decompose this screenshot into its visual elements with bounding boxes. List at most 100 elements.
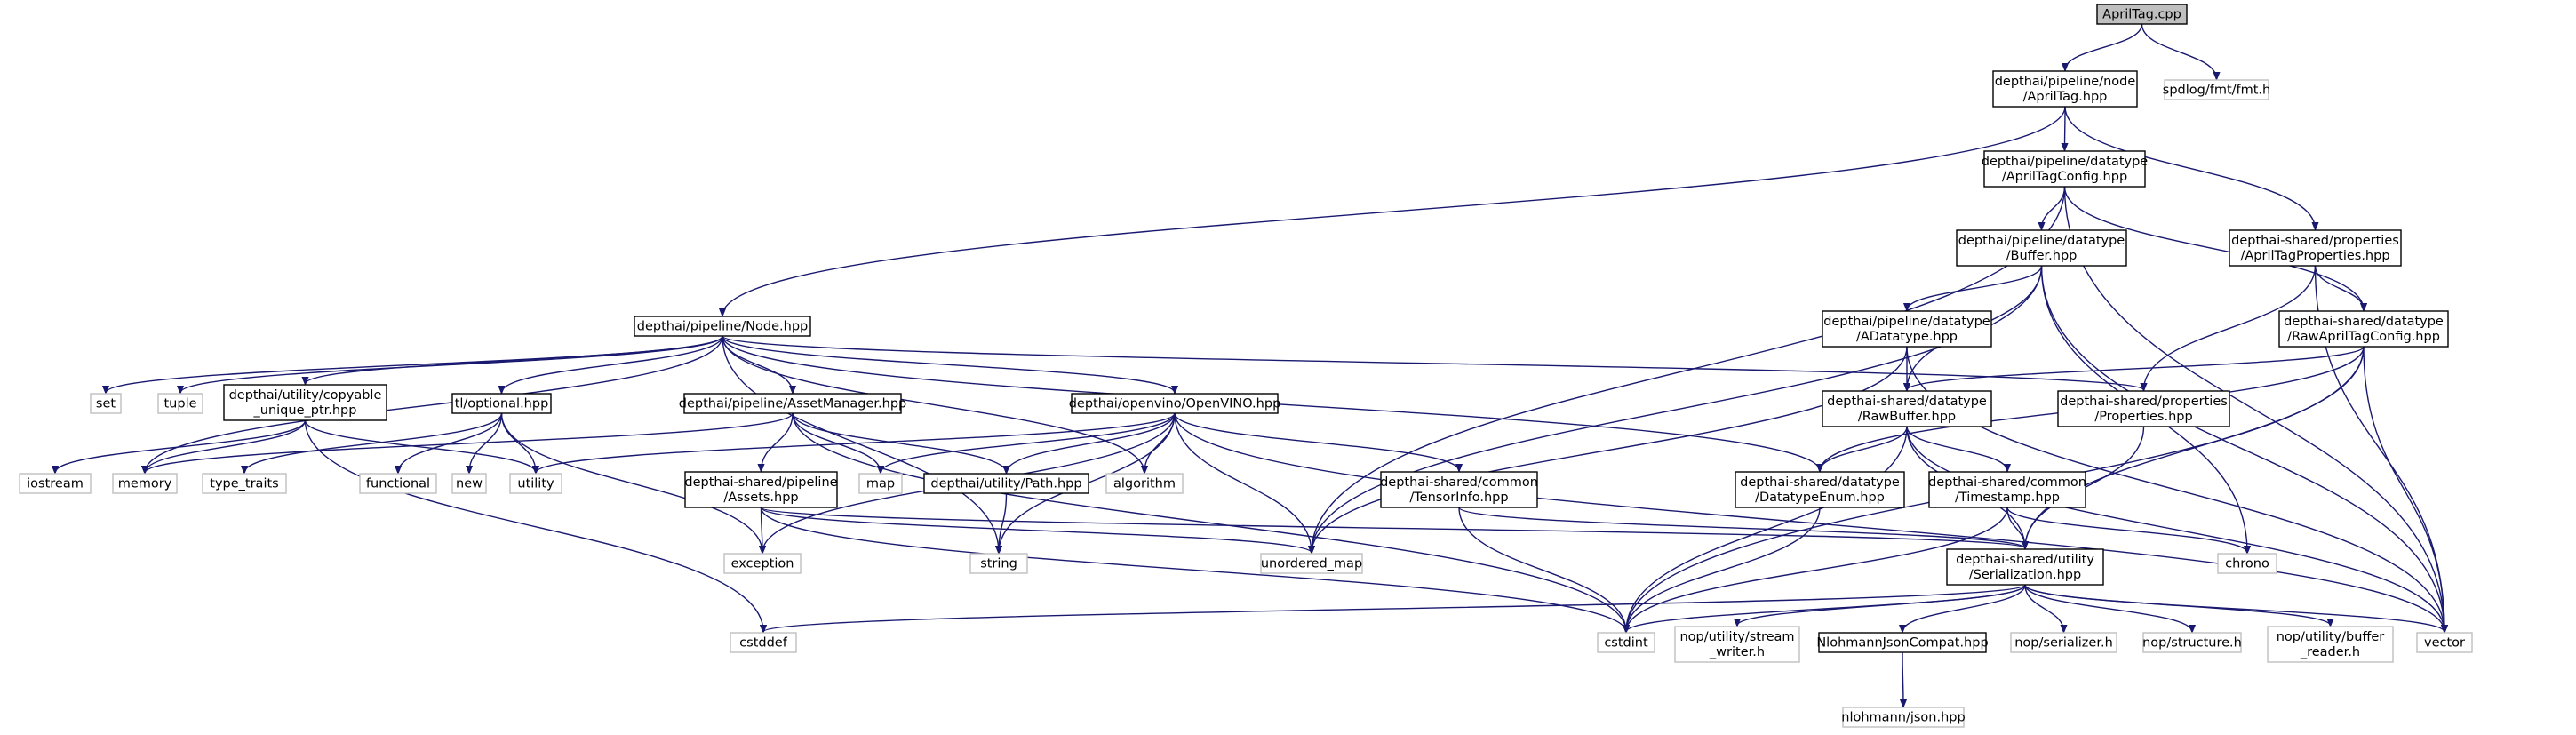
node-label: cstddef — [739, 636, 788, 651]
node-box — [1822, 390, 1992, 427]
edge-assetmanager-to-memory — [145, 412, 794, 473]
node-box — [2010, 632, 2117, 653]
edge-tl_optional-to-new — [469, 412, 503, 473]
graph-node-node-hpp[interactable]: depthai/pipeline/Node.hpp — [634, 316, 811, 337]
node-box — [683, 393, 902, 414]
node-box — [2096, 4, 2188, 25]
graph-node-unordered-map: unordered_map — [1260, 553, 1363, 574]
edge-assets-to-cstdint — [760, 507, 1627, 632]
node-label: utility — [517, 477, 554, 491]
graph-node-openvino[interactable]: depthai/openvino/OpenVINO.hpp — [1069, 393, 1281, 414]
edge-apriltag_cpp-to-node_apriltag — [2065, 23, 2143, 70]
node-label: algorithm — [1113, 477, 1176, 491]
node-label: /Buffer.hpp — [2006, 249, 2078, 263]
node-label: nop/structure.h — [2142, 636, 2242, 651]
graph-node-serialization[interactable]: depthai-shared/utility/Serialization.hpp — [1946, 548, 2104, 586]
node-label: depthai/pipeline/datatype — [1958, 234, 2125, 248]
edge-nlohmannjsoncompat-to-nlohmann_json — [1902, 651, 1903, 707]
node-box — [969, 553, 1028, 574]
edge-node_hpp-to-string — [722, 335, 999, 553]
node-label: depthai-shared/utility — [1956, 553, 2094, 567]
node-label: /Assets.hpp — [723, 491, 798, 505]
graph-node-set: set — [90, 393, 122, 414]
edge-buffer-to-vector — [2040, 265, 2445, 632]
node-label: depthai-shared/common — [1380, 475, 1538, 490]
graph-node-apriltagproperties[interactable]: depthai-shared/properties/AprilTagProper… — [2229, 229, 2402, 267]
graph-node-rawapriltagconfig[interactable]: depthai-shared/datatype/RawAprilTagConfi… — [2278, 310, 2449, 348]
graph-node-timestamp[interactable]: depthai-shared/common/Timestamp.hpp — [1928, 471, 2086, 508]
node-label: NlohmannJsonCompat.hpp — [1816, 636, 1988, 651]
edge-tensorinfo-to-serialization — [1458, 507, 2025, 548]
node-box — [684, 471, 838, 508]
node-label: string — [980, 557, 1017, 571]
graph-node-apriltagconfig[interactable]: depthai/pipeline/datatype/AprilTagConfig… — [1982, 150, 2149, 188]
graph-node-path[interactable]: depthai/utility/Path.hpp — [923, 473, 1089, 494]
edge-tl_optional-to-functional — [398, 412, 503, 473]
node-label: cstdint — [1604, 636, 1648, 651]
graph-node-node-apriltag[interactable]: depthai/pipeline/node/AprilTag.hpp — [1992, 70, 2138, 108]
node-label: _writer.h — [1709, 645, 1765, 659]
node-label: _unique_ptr.hpp — [253, 403, 357, 418]
edge-assetmanager-to-assets — [762, 412, 794, 471]
graph-node-utility: utility — [509, 473, 562, 494]
graph-node-tensorinfo[interactable]: depthai-shared/common/TensorInfo.hpp — [1380, 471, 1538, 508]
graph-node-datatypeenum[interactable]: depthai-shared/datatype/DatatypeEnum.hpp — [1735, 471, 1905, 508]
node-box — [1818, 632, 1987, 653]
nodes-layer: AprilTag.cpp depthai/pipeline/node/AprilT… — [19, 4, 2473, 728]
node-label: nop/utility/stream — [1679, 630, 1794, 644]
node-box — [1983, 150, 2146, 188]
graph-node-algorithm: algorithm — [1105, 473, 1184, 494]
edge-assets-to-serialization — [760, 507, 2026, 548]
node-label: depthai/pipeline/AssetManager.hpp — [679, 397, 906, 411]
node-label: depthai-shared/datatype — [1740, 475, 1900, 490]
node-box — [634, 316, 811, 337]
edge-rawbuffer-to-vector — [1906, 426, 2444, 632]
graph-node-nop-serializer: nop/serializer.h — [2010, 632, 2117, 653]
graph-node-assets[interactable]: depthai-shared/pipeline/Assets.hpp — [684, 471, 838, 508]
graph-node-nlohmannjsoncompat[interactable]: NlohmannJsonCompat.hpp — [1816, 632, 1989, 653]
edge-apriltagproperties-to-rawapriltagconfig — [2314, 265, 2365, 310]
edge-serialization-to-cstddef — [763, 584, 2026, 632]
node-box — [2267, 626, 2394, 663]
node-box — [1928, 471, 2086, 508]
node-label: /Properties.hpp — [2094, 410, 2192, 424]
node-label: /Serialization.hpp — [1969, 568, 2081, 582]
node-label: depthai/pipeline/datatype — [1823, 315, 1990, 329]
edge-serialization-to-nop_serializer — [2024, 584, 2064, 632]
edge-openvino-to-algorithm — [1144, 412, 1176, 473]
graph-node-exception: exception — [723, 553, 802, 574]
edge-adatatype-to-unordered_map — [1312, 346, 1908, 553]
graph-node-properties[interactable]: depthai-shared/properties/Properties.hpp — [2057, 390, 2230, 427]
node-box — [1105, 473, 1184, 494]
graph-node-adatatype[interactable]: depthai/pipeline/datatype/ADatatype.hpp — [1822, 310, 1992, 348]
graph-node-rawbuffer[interactable]: depthai-shared/datatype/RawBuffer.hpp — [1822, 390, 1992, 427]
graph-node-copyable-unique-ptr[interactable]: depthai/utility/copyable_unique_ptr.hpp — [223, 384, 387, 421]
graph-node-tuple: tuple — [157, 393, 203, 414]
node-label: /Timestamp.hpp — [1955, 491, 2060, 505]
node-box — [2229, 229, 2402, 267]
edge-timestamp-to-chrono — [2006, 507, 2247, 553]
graph-node-cstdint: cstdint — [1597, 632, 1655, 653]
node-label: tl/optional.hpp — [455, 397, 549, 411]
node-box — [1842, 707, 1965, 728]
graph-node-memory: memory — [112, 473, 178, 494]
edge-tl_optional-to-utility — [500, 412, 537, 473]
graph-node-tl-optional[interactable]: tl/optional.hpp — [451, 393, 552, 414]
edge-assetmanager-to-cstdint — [792, 412, 1626, 632]
edge-tl_optional-to-type_traits — [244, 412, 503, 473]
edge-node_hpp-to-openvino — [722, 335, 1175, 393]
edge-timestamp-to-serialization — [2006, 507, 2025, 548]
node-label: /RawAprilTagConfig.hpp — [2287, 330, 2440, 344]
node-box — [451, 473, 487, 494]
edge-openvino-to-utility — [536, 412, 1176, 473]
edge-assets-to-exception — [762, 507, 763, 553]
graph-node-assetmanager[interactable]: depthai/pipeline/AssetManager.hpp — [679, 393, 906, 414]
graph-node-buffer[interactable]: depthai/pipeline/datatype/Buffer.hpp — [1956, 229, 2127, 267]
graph-node-map: map — [858, 473, 903, 494]
node-label: /ADatatype.hpp — [1856, 330, 1958, 344]
node-box — [923, 473, 1089, 494]
edge-node_hpp-to-properties — [722, 335, 2144, 390]
node-label: AprilTag.cpp — [2102, 8, 2181, 22]
graph-node-stream-writer: nop/utility/stream_writer.h — [1674, 626, 1800, 663]
edge-copyable_unique_ptr-to-utility — [304, 419, 537, 473]
